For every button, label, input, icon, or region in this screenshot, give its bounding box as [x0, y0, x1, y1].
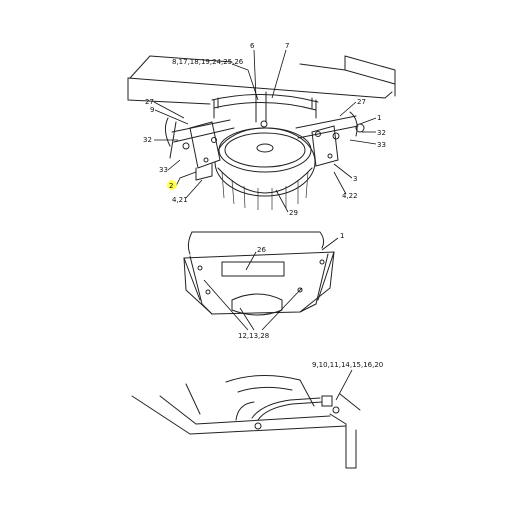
callout-bottom-group: 9,10,11,14,15,16,20: [312, 361, 383, 369]
hose-fitting: [321, 395, 333, 407]
top-assembly: [127, 55, 396, 210]
middle-assembly: [183, 231, 335, 316]
callout-1-mid: 1: [340, 232, 344, 240]
callout-32-left: 32: [143, 136, 152, 144]
callout-12-13-28: 12,13,28: [238, 332, 269, 340]
callout-4-21: 4,21: [172, 196, 188, 204]
right-fitting-icon: [332, 132, 340, 140]
callout-26: 26: [257, 246, 266, 254]
callout-29: 29: [289, 209, 298, 217]
fan-drum: [214, 127, 316, 197]
callout-labels: 8,17,18,19,24,25,26 6 7 27 9 32 33 2 4,2…: [143, 42, 386, 369]
highlight-marker: [167, 180, 177, 190]
bottom-leaders: [335, 369, 353, 401]
callout-1-top: 1: [377, 114, 381, 122]
callout-3: 3: [353, 175, 357, 183]
callout-7: 7: [285, 42, 289, 50]
callout-32-right: 32: [377, 129, 386, 137]
fan-hub: [256, 143, 274, 153]
top-leaders: [153, 49, 377, 213]
callout-9: 9: [150, 106, 154, 114]
callout-33-left: 33: [159, 166, 168, 174]
middle-leaders: [203, 237, 339, 331]
callout-33-right: 33: [377, 141, 386, 149]
bottom-assembly: [131, 374, 361, 469]
callout-27-right: 27: [357, 98, 366, 106]
panel-label-plate: [221, 261, 285, 277]
callout-2[interactable]: 2: [169, 182, 173, 190]
callout-6: 6: [250, 42, 255, 50]
callout-4-22: 4,22: [342, 192, 358, 200]
left-fitting-icon: [182, 142, 190, 150]
callout-top-left-group: 8,17,18,19,24,25,26: [172, 58, 244, 66]
left-bracket: [189, 121, 221, 169]
callout-27-left: 27: [145, 98, 154, 106]
